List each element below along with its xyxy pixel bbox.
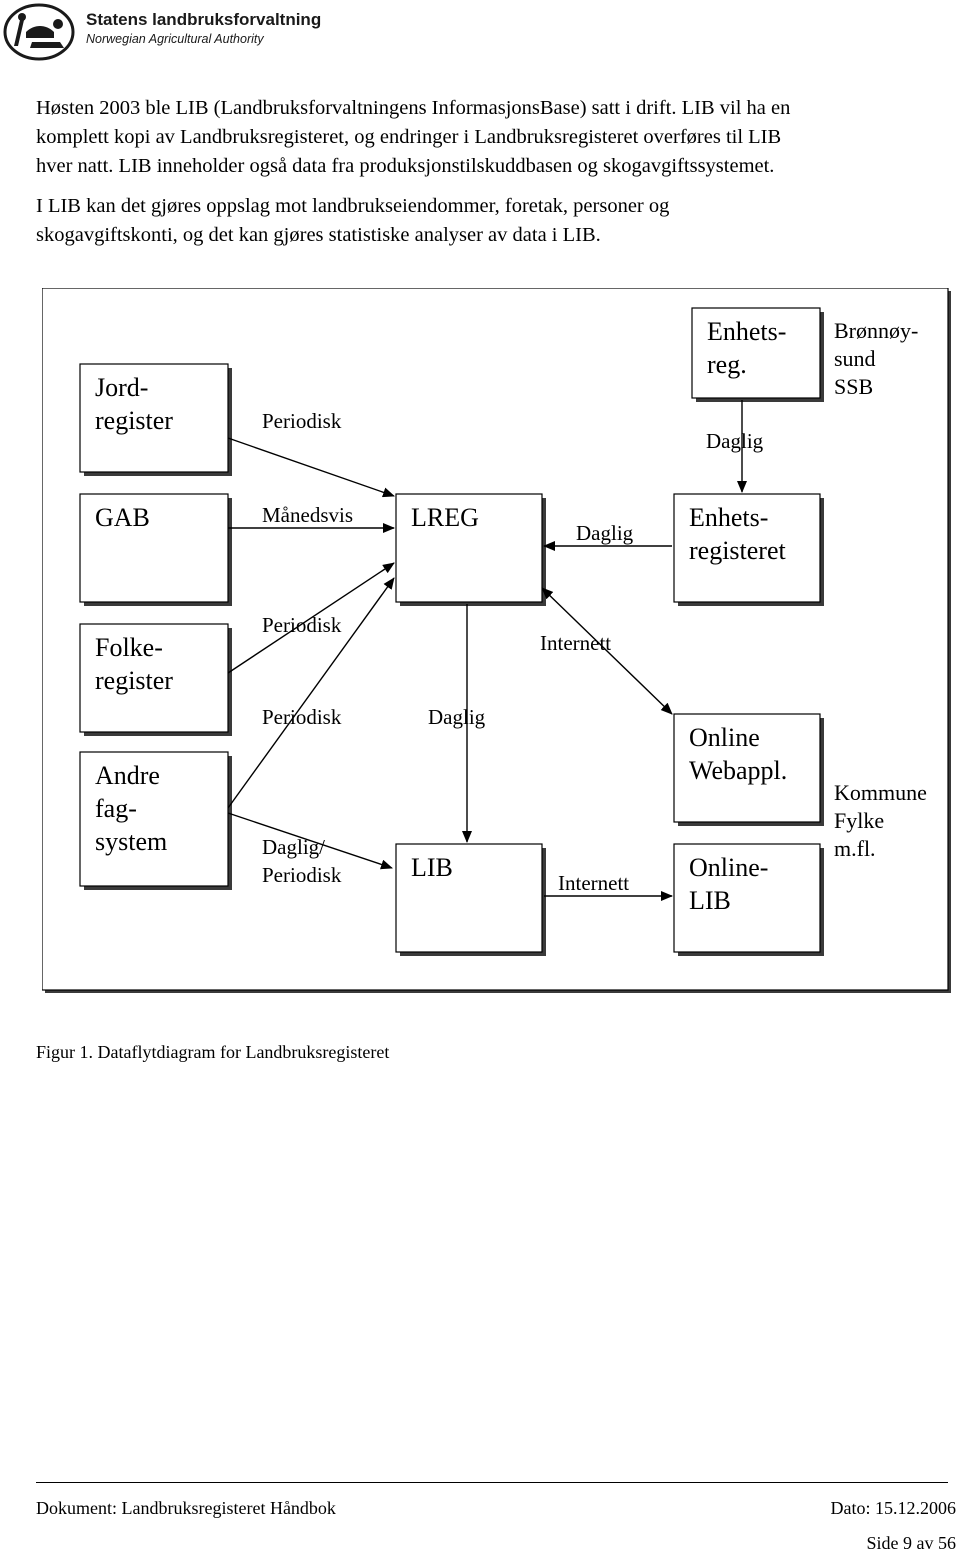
flow-label-folke-lib: Periodisk — [262, 705, 342, 729]
flow-label-lreg-web: Internett — [540, 631, 611, 655]
note-bronnoysund-line: sund — [834, 346, 876, 371]
note-kommune-line: m.fl. — [834, 836, 876, 861]
footer-date: Dato: 15.12.2006 — [830, 1498, 957, 1518]
box-label-line: LREG — [411, 503, 479, 532]
flow-folke-lreg-arrow — [227, 562, 395, 674]
flow-label-andre-lib-line: Daglig/ — [262, 835, 325, 859]
box-label: Enhets-registeret — [689, 503, 787, 565]
box-folkeregister: Folke-register — [79, 623, 232, 736]
flow-andre-lib-arrow — [227, 812, 393, 870]
box-label: Folke-register — [95, 633, 173, 695]
org-emblem-icon — [3, 3, 75, 61]
box-label: Jord-register — [95, 373, 173, 435]
box-label-line: Webappl. — [689, 756, 787, 785]
box-label: Online- LIB — [689, 853, 768, 915]
flow-label-gab-lreg: Månedsvis — [262, 503, 353, 527]
box-label: Enhets-reg. — [707, 317, 786, 379]
note-kommune-line: Kommune — [834, 780, 927, 805]
flow-label-enhtop-enh: Daglig — [706, 429, 764, 453]
note-bronnoysund-line: Brønnøy- — [834, 318, 918, 343]
box-label-line: fag- — [95, 794, 137, 823]
intro-paragraph: Høsten 2003 ble LIB (Landbruksforvaltnin… — [36, 97, 791, 177]
footer-page-number: Side 9 av 56 — [866, 1533, 957, 1553]
box-label-line: Online — [689, 723, 760, 752]
flow-jord-lreg-arrow — [227, 437, 395, 498]
box-gab: GAB — [79, 493, 232, 606]
box-label-line: GAB — [95, 503, 150, 532]
box-label-line: LIB — [689, 886, 731, 915]
box-label-line: Online- — [689, 853, 768, 882]
flow-label-folke-lreg: Periodisk — [262, 613, 342, 637]
box-label-line: Enhets- — [689, 503, 768, 532]
box-label: Andre fag-system — [95, 761, 167, 856]
box-label-line: LIB — [411, 853, 453, 882]
org-logo: Statens landbruksforvaltning Norwegian A… — [2, 2, 321, 62]
flow-label-enh-lreg: Daglig — [576, 521, 634, 545]
flow-folke-lib-arrow — [227, 577, 395, 809]
box-label-line: Enhets- — [707, 317, 786, 346]
org-name: Statens landbruksforvaltning — [86, 10, 322, 29]
box-label-line: registeret — [689, 536, 787, 565]
box-label-line: register — [95, 406, 173, 435]
flow-label-jord-lreg: Periodisk — [262, 409, 342, 433]
box-label-line: Andre — [95, 761, 160, 790]
box-label: LREG — [411, 503, 479, 532]
box-label-line: system — [95, 827, 167, 856]
box-online-lib: Online- LIB — [673, 843, 824, 956]
org-subtitle: Norwegian Agricultural Authority — [86, 32, 264, 46]
box-label: GAB — [95, 503, 150, 532]
figure-caption: Figur 1. Dataflytdiagram for Landbruksre… — [36, 1042, 390, 1062]
flow-lreg-web-arrow — [541, 587, 673, 715]
footer-divider — [36, 1482, 948, 1483]
box-lib: LIB — [395, 843, 546, 956]
box-label: LIB — [411, 853, 453, 882]
box-label-line: register — [95, 666, 173, 695]
note-bronnoysund-line: SSB — [834, 374, 873, 399]
flow-label-lib-onlinelib: Internett — [558, 871, 629, 895]
box-enhetsregisteret: Enhets-registeret — [673, 493, 824, 606]
flow-label-andre-lib: Daglig/Periodisk — [262, 835, 342, 887]
lookup-paragraph: I LIB kan det gjøres oppslag mot landbru… — [36, 195, 670, 246]
box-jordregister: Jord-register — [79, 363, 232, 476]
box-lreg: LREG — [395, 493, 546, 606]
box-label-line: reg. — [707, 350, 747, 379]
box-andre: Andre fag-system — [79, 751, 232, 890]
footer-document: Dokument: Landbruksregisteret Håndbok — [36, 1498, 336, 1518]
flow-label-andre-lib-line: Periodisk — [262, 863, 342, 887]
box-label-line: Folke- — [95, 633, 163, 662]
note-kommune-line: Fylke — [834, 808, 884, 833]
flow-label-lreg-lib: Daglig — [428, 705, 486, 729]
box-label-line: Jord- — [95, 373, 148, 402]
box-enhetsreg-top: Enhets-reg. — [691, 307, 824, 402]
